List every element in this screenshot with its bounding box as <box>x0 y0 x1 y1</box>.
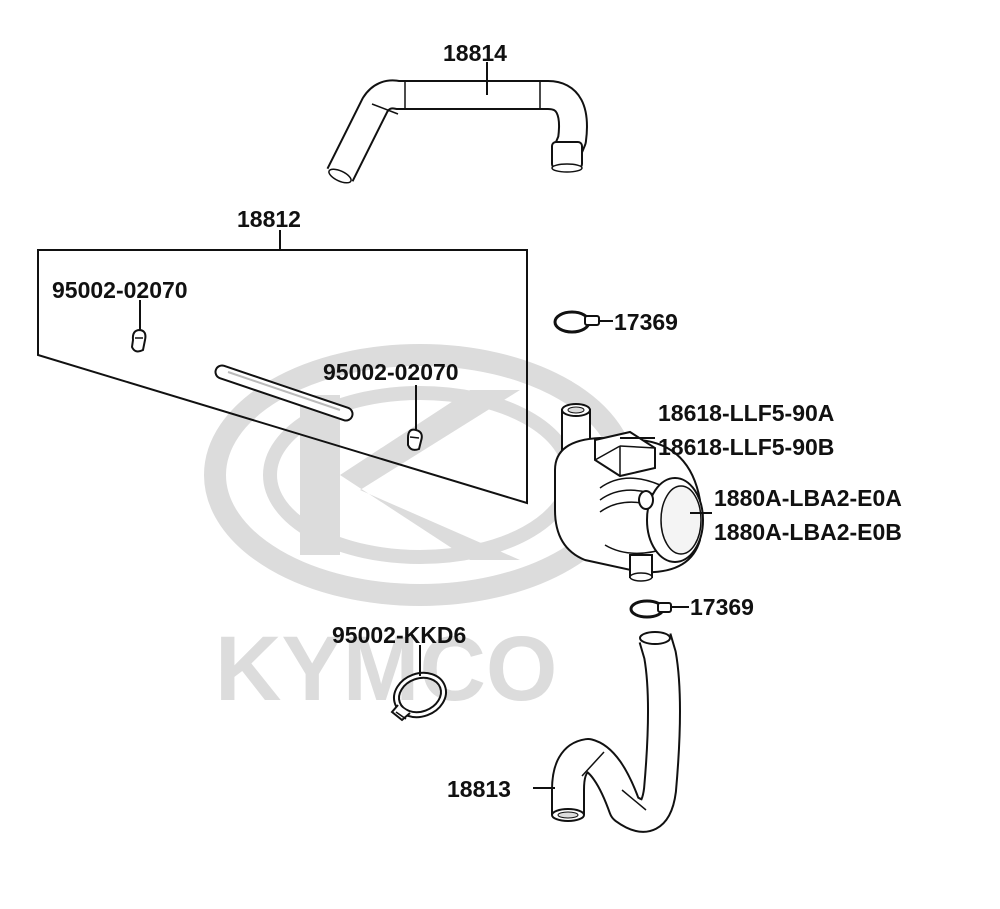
label-cap-a: 1880A-LBA2-E0A <box>714 485 902 511</box>
band-clamp-95002-kkd6[interactable] <box>390 669 449 722</box>
label-18814: 18814 <box>443 40 507 66</box>
hose-upper-18814[interactable] <box>326 79 588 186</box>
kit-panel-18812 <box>37 230 528 505</box>
tube-inside-kit[interactable] <box>214 364 354 422</box>
label-clamp-upper: 17369 <box>614 309 678 335</box>
hose-lower-18813[interactable] <box>551 631 681 833</box>
label-valve-b: 18618-LLF5-90B <box>658 434 834 460</box>
clip-95002-02070-b[interactable] <box>407 428 423 451</box>
clamp-17369-lower[interactable] <box>629 599 672 619</box>
clip-95002-02070-a[interactable] <box>130 328 147 353</box>
label-band-clamp: 95002-KKD6 <box>332 622 466 648</box>
label-clip-a: 95002-02070 <box>52 277 188 303</box>
label-18812: 18812 <box>237 206 301 232</box>
watermark-k-stem <box>300 395 340 555</box>
label-clip-b: 95002-02070 <box>323 359 459 385</box>
watermark-text: KYMCO <box>215 618 557 720</box>
label-18813: 18813 <box>447 776 511 802</box>
label-cap-b: 1880A-LBA2-E0B <box>714 519 902 545</box>
watermark-k-arms <box>340 390 520 560</box>
air-valve-assembly[interactable] <box>554 403 704 582</box>
label-clamp-lower: 17369 <box>690 594 754 620</box>
label-valve-a: 18618-LLF5-90A <box>658 400 834 426</box>
clamp-17369-upper[interactable] <box>553 310 600 334</box>
